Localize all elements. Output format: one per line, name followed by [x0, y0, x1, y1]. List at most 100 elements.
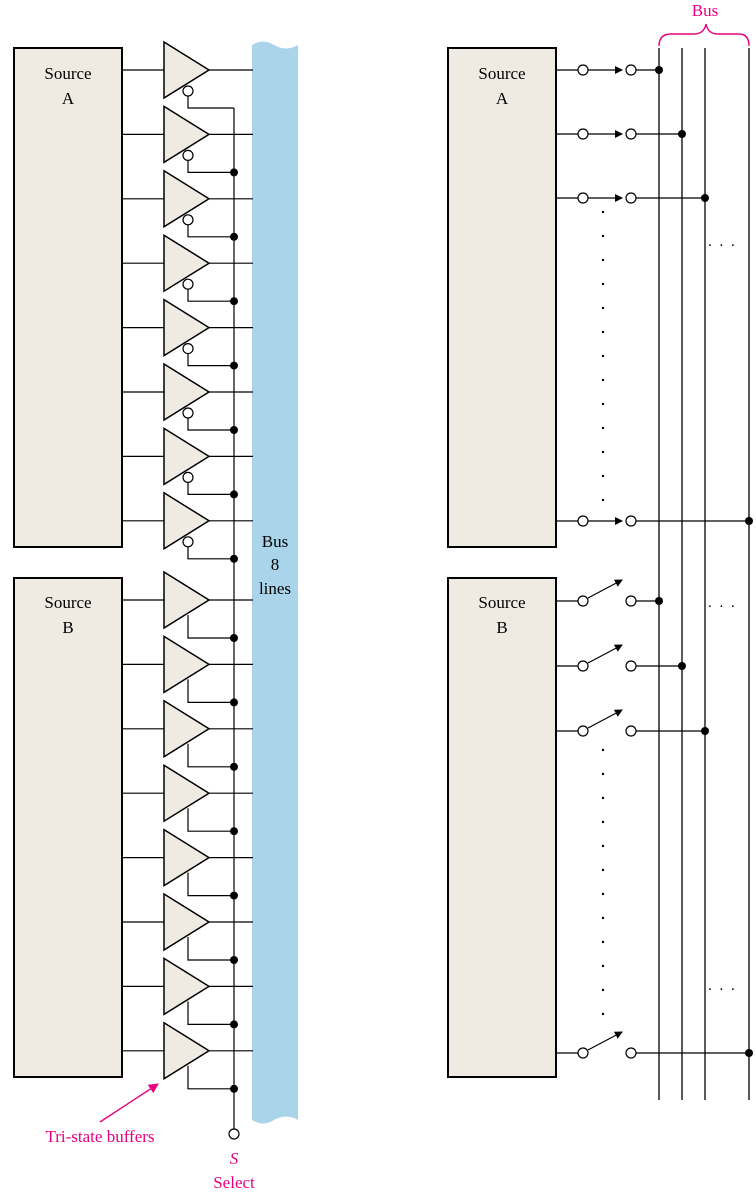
- switch-terminal-icon: [625, 64, 637, 76]
- select-symbol: S: [230, 1149, 239, 1168]
- junction-dot-icon: [678, 662, 686, 670]
- switch-terminal-icon: [577, 595, 589, 607]
- dot: [601, 474, 605, 478]
- source-b-left-label-line2: B: [62, 618, 73, 637]
- switch-a-2: [556, 128, 686, 140]
- switch-terminal-icon: [577, 660, 589, 672]
- enable-wire: [187, 937, 234, 961]
- buffer-b-4: [122, 763, 253, 836]
- junction-dot-icon: [701, 727, 709, 735]
- enable-wire: [187, 743, 234, 768]
- dot: [601, 868, 605, 872]
- enable-wire: [187, 615, 234, 639]
- tri-state-buffer-icon: [163, 233, 211, 293]
- switch-a-4: [556, 515, 753, 527]
- switch-terminal-icon: [577, 64, 589, 76]
- inversion-bubble-icon: [182, 407, 194, 419]
- select-label: Select: [213, 1173, 255, 1192]
- bus-band: [252, 41, 298, 1124]
- dot: [601, 330, 605, 334]
- tri-state-buffer-icon: [163, 570, 211, 630]
- dot: [601, 964, 605, 968]
- bus-band-label-line1: Bus: [262, 532, 288, 551]
- buffer-a-4: [122, 233, 253, 306]
- switch-terminal-icon: [625, 128, 637, 140]
- dot: [601, 282, 605, 286]
- dot: [601, 772, 605, 776]
- source-a-left-label-line2: A: [62, 89, 75, 108]
- buffer-b-3: [122, 699, 253, 771]
- enable-wire: [187, 1065, 234, 1090]
- inversion-bubble-icon: [182, 85, 194, 97]
- dot: [601, 748, 605, 752]
- dot: [601, 988, 605, 992]
- inversion-bubble-icon: [182, 278, 194, 290]
- enable-wire: [187, 808, 234, 832]
- bus-top-label: Bus: [692, 1, 718, 20]
- buffer-b-7: [122, 957, 253, 1029]
- dot: [601, 820, 605, 824]
- enable-wire: [187, 160, 234, 173]
- enable-wire: [187, 289, 234, 302]
- switches: [556, 64, 753, 1059]
- junction-dot-icon: [678, 130, 686, 138]
- enable-wire: [187, 482, 234, 495]
- ellipsis-mid: . . .: [708, 595, 737, 611]
- enable-wire: [187, 418, 234, 431]
- dot: [601, 844, 605, 848]
- buffer-a-1: [122, 40, 253, 109]
- inversion-bubble-icon: [182, 343, 194, 355]
- dot: [601, 450, 605, 454]
- open-switch-icon: [587, 644, 623, 664]
- source-b-left-label-line1: Source: [44, 593, 91, 612]
- dot: [601, 210, 605, 214]
- switch-a-3: [556, 192, 709, 204]
- switch-terminal-icon: [577, 515, 589, 527]
- source-a-right-label-line2: A: [496, 89, 509, 108]
- enable-wire: [187, 546, 234, 560]
- buffer-b-2: [122, 635, 253, 707]
- switch-terminal-icon: [577, 128, 589, 140]
- dot: [601, 916, 605, 920]
- switch-b-4: [556, 1031, 753, 1059]
- enable-wire: [187, 872, 234, 897]
- vertical-ellipsis-a: [601, 210, 605, 502]
- source-b-block-right: Source B: [447, 577, 557, 1078]
- switch-terminal-icon: [625, 1047, 637, 1059]
- tri-state-buffer-icon: [163, 635, 211, 694]
- buffer-b-8: [122, 1021, 253, 1093]
- buffer-a-7: [122, 427, 253, 499]
- tri-state-buffer-icon: [163, 105, 211, 164]
- enable-wire: [187, 679, 234, 704]
- buffer-b-5: [122, 828, 253, 900]
- switch-terminal-icon: [625, 725, 637, 737]
- switch-a-1: [556, 64, 663, 76]
- switch-terminal-icon: [577, 1047, 589, 1059]
- switch-b-3: [556, 709, 709, 737]
- source-b-right-label-line1: Source: [478, 593, 525, 612]
- dot: [601, 234, 605, 238]
- tri-state-buffer-icon: [163, 892, 211, 952]
- dot: [601, 426, 605, 430]
- buffer-a-3: [122, 169, 253, 241]
- junction-dot-icon: [701, 194, 709, 202]
- switch-b-1: [556, 579, 663, 607]
- dot: [601, 498, 605, 502]
- tri-state-buffer-icon: [163, 957, 211, 1016]
- inversion-bubble-icon: [182, 536, 194, 548]
- vertical-ellipsis-b: [601, 748, 605, 1016]
- switch-b-2: [556, 644, 686, 672]
- switch-terminal-icon: [625, 515, 637, 527]
- switch-terminal-icon: [625, 595, 637, 607]
- dot: [601, 796, 605, 800]
- open-switch-icon: [587, 709, 623, 729]
- junction-dot-icon: [655, 597, 663, 605]
- inversion-bubble-icon: [182, 214, 194, 226]
- switch-terminal-icon: [577, 725, 589, 737]
- tristate-caption: Tri-state buffers: [45, 1127, 154, 1146]
- buffer-a-6: [122, 362, 253, 434]
- select-terminal: [228, 1128, 240, 1140]
- dot: [601, 354, 605, 358]
- dot: [601, 258, 605, 262]
